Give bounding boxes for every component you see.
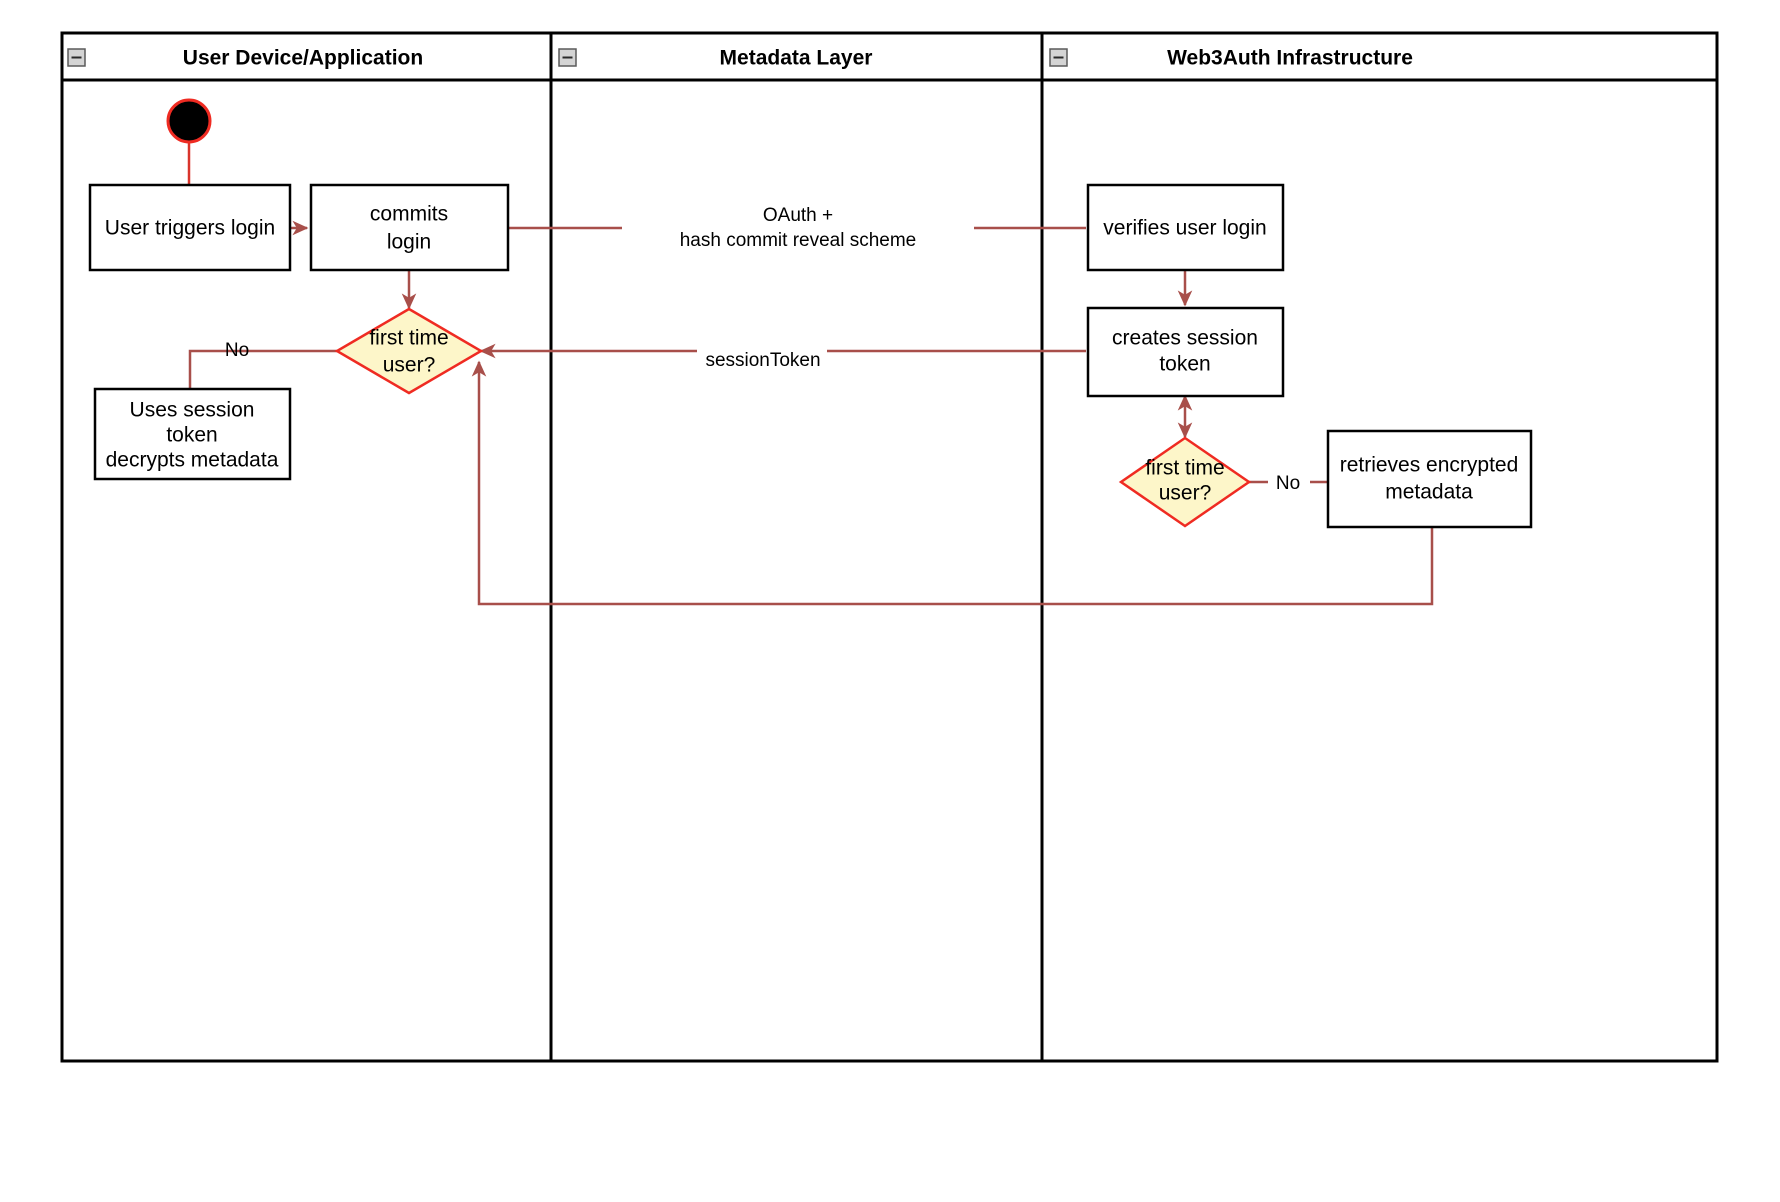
node-label-line2: metadata — [1385, 481, 1473, 504]
edge-metadata-return — [471, 360, 1434, 606]
edge-label-oauth-line1: OAuth + — [763, 205, 833, 226]
lane-title-web3auth: Web3Auth Infrastructure — [1167, 47, 1413, 70]
node-label: User triggers login — [105, 217, 275, 240]
lane-header-metadata: Metadata Layer — [558, 47, 873, 70]
edge-label-no-right-text: No — [1276, 473, 1300, 494]
decision-label-line2: user? — [383, 354, 436, 377]
decision-label-line1: first time — [1145, 457, 1224, 480]
edge-label-oauth: OAuth + hash commit reveal scheme — [622, 203, 974, 255]
node-decision-first-time-user-right[interactable]: first time user? — [1118, 436, 1252, 528]
node-commits-login[interactable]: commits login — [309, 183, 510, 272]
edge-decision-left-no — [188, 349, 343, 389]
node-label-line3: decrypts metadata — [106, 449, 279, 472]
node-label-line2: token — [166, 424, 217, 447]
node-label-line1: commits — [370, 203, 448, 226]
node-label-line1: retrieves encrypted — [1340, 454, 1519, 477]
edge-label-no-right: No — [1268, 470, 1310, 496]
edge-label-no-left: No — [225, 340, 249, 361]
node-label-line2: login — [387, 231, 431, 254]
node-creates-session-token[interactable]: creates session token — [1086, 306, 1285, 398]
decision-label-line2: user? — [1159, 482, 1212, 505]
node-user-triggers-login[interactable]: User triggers login — [88, 183, 292, 272]
node-verifies-user-login[interactable]: verifies user login — [1086, 183, 1285, 272]
decision-label-line1: first time — [369, 327, 448, 350]
node-label-line2: token — [1159, 353, 1210, 376]
start-node[interactable] — [166, 98, 212, 144]
node-label-line1: Uses session — [130, 399, 255, 422]
edge-label-session-token-text: sessionToken — [705, 350, 820, 371]
node-decision-first-time-user-left[interactable]: first time user? — [334, 307, 484, 395]
lane-header-web3auth: Web3Auth Infrastructure — [1049, 47, 1413, 70]
edge-label-oauth-line2: hash commit reveal scheme — [680, 230, 917, 251]
edge-label-session-token: sessionToken — [697, 340, 827, 371]
lane-title-metadata: Metadata Layer — [720, 47, 873, 70]
node-label: verifies user login — [1103, 217, 1266, 240]
node-label-line1: creates session — [1112, 327, 1258, 350]
lane-title-user-device: User Device/Application — [183, 47, 423, 70]
node-retrieves-encrypted-metadata[interactable]: retrieves encrypted metadata — [1326, 429, 1533, 529]
node-uses-session-token[interactable]: Uses session token decrypts metadata — [93, 387, 292, 481]
lane-header-user-device: User Device/Application — [67, 47, 423, 70]
